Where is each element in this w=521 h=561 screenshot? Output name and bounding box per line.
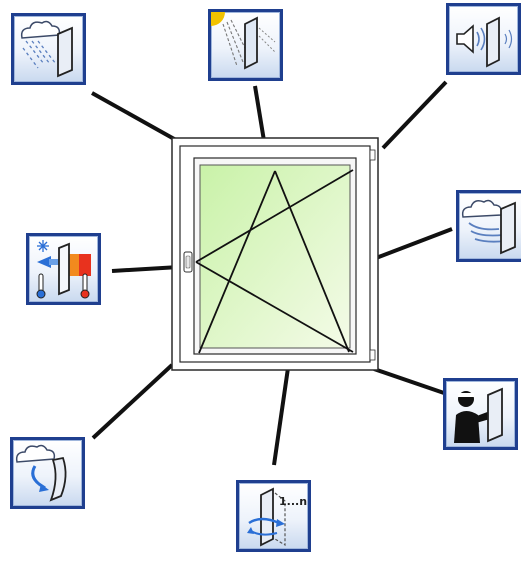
- rain-cloud-window-icon: [20, 20, 73, 78]
- leader-line-rain: [91, 91, 177, 142]
- thermometer-window-icon: [36, 240, 91, 299]
- window-handle: [183, 251, 193, 273]
- hinge-bottom: [369, 349, 376, 361]
- cycles-window-icon: 1...n: [247, 487, 307, 547]
- burglar-resistance-icon-tile: [443, 378, 518, 450]
- leader-line-air: [375, 227, 453, 260]
- air-permeability-icon-tile: [456, 190, 521, 262]
- operating-durability-icon-tile: 1...n: [236, 480, 311, 552]
- speaker-window-icon: [456, 16, 513, 68]
- sun-window-icon: [211, 12, 276, 70]
- sound-insulation-icon-tile: [446, 3, 521, 75]
- wind-load-resistance-icon-tile: [10, 437, 85, 509]
- leader-line-storm: [91, 363, 174, 440]
- leader-lines: [91, 80, 453, 466]
- storm-bent-window-icon: [15, 444, 67, 502]
- leader-line-burglar: [373, 367, 445, 395]
- opening-indication-lines: [195, 169, 354, 354]
- wind-cloud-window-icon: [461, 199, 516, 255]
- hinge-top: [369, 149, 376, 161]
- burglar-window-icon: [454, 387, 503, 443]
- window: [171, 137, 379, 371]
- leader-line-sound: [381, 80, 448, 150]
- window-glass: [199, 164, 351, 349]
- leader-line-cycles: [272, 367, 290, 466]
- thermal-insulation-icon-tile: [26, 233, 101, 305]
- cycles-label: 1...n: [279, 495, 307, 508]
- solar-heat-protection-icon-tile: [208, 9, 283, 81]
- rain-tightness-icon-tile: [11, 13, 86, 85]
